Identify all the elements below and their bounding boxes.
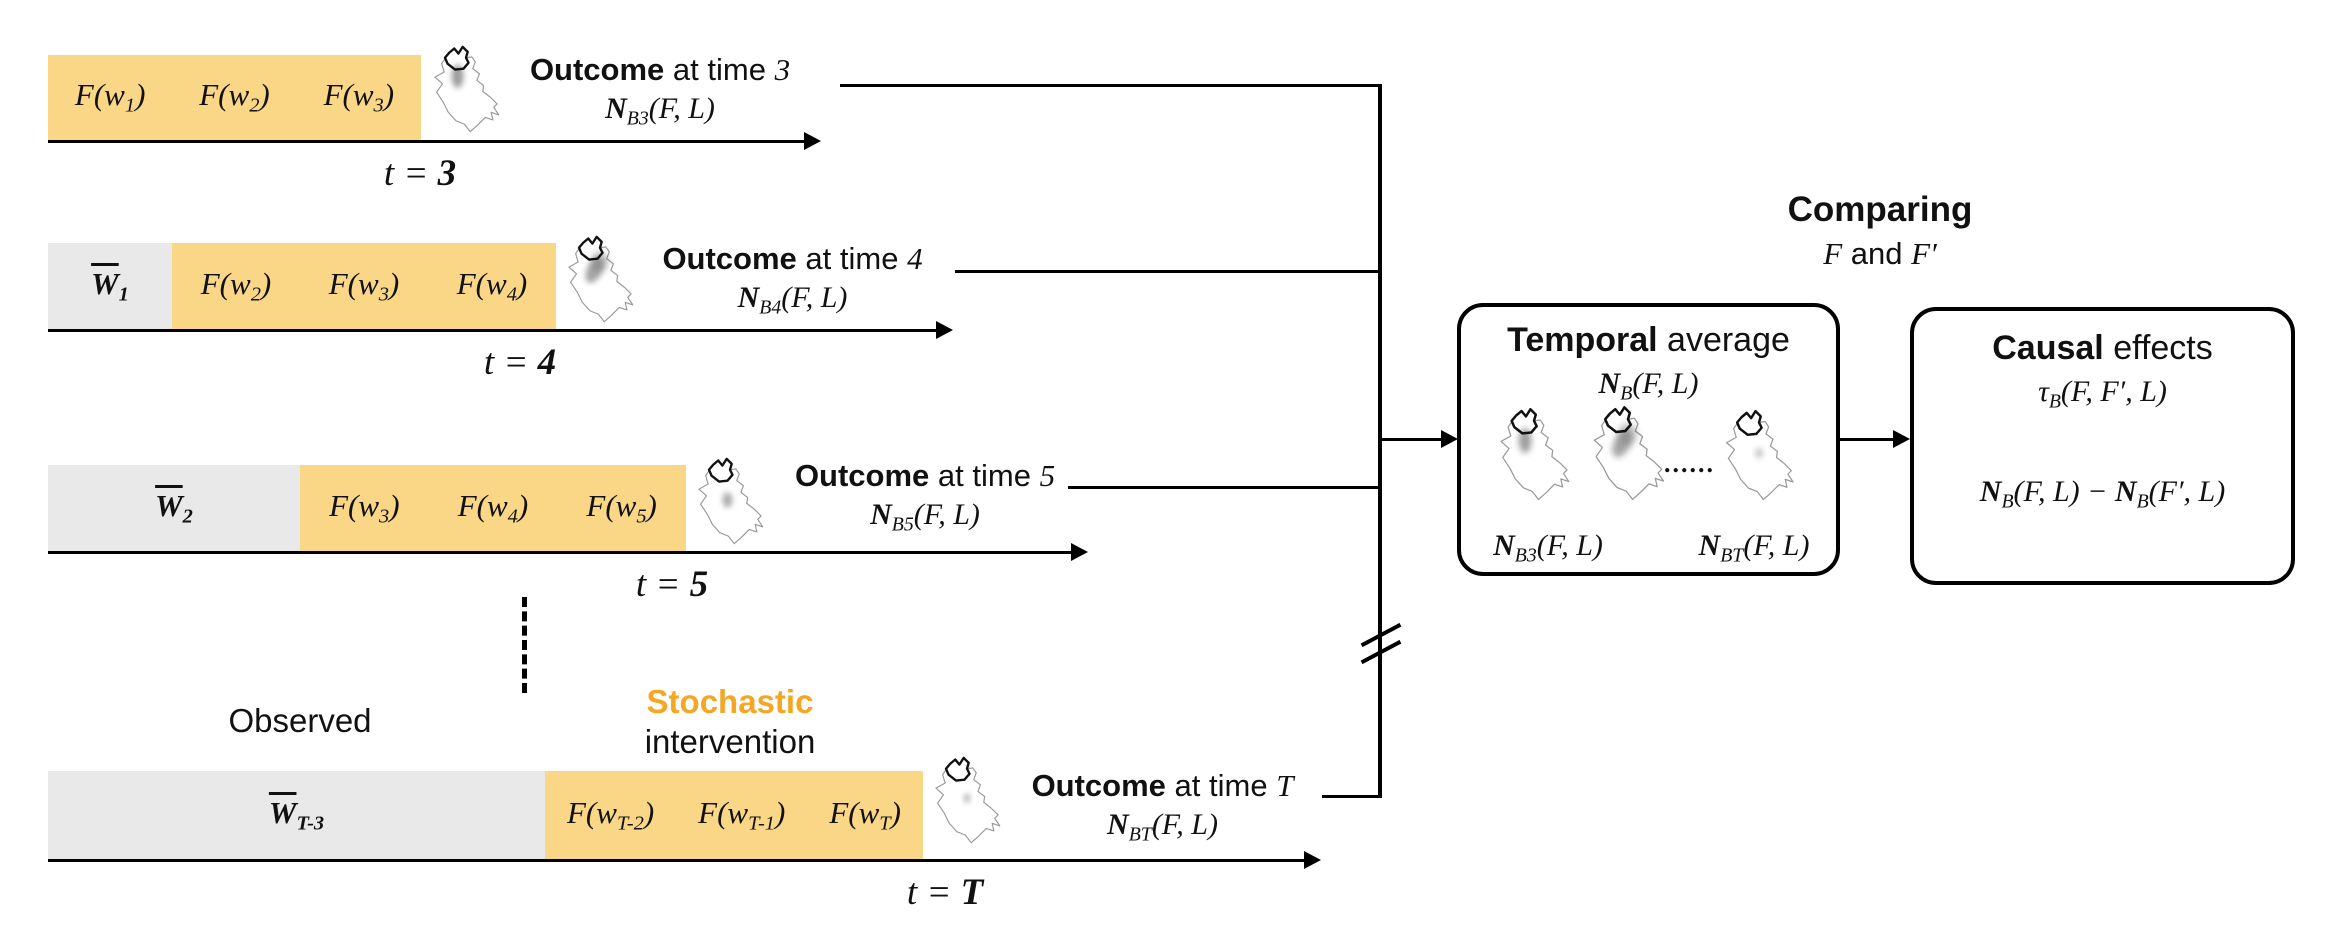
outcome-label-t5: Outcome at time 5 — [794, 458, 1056, 493]
connector-t3 — [840, 84, 1380, 87]
intervention-cell: F(w4) — [457, 487, 529, 528]
causal-box-title: Causal effects — [1992, 329, 2213, 367]
causal-box-tau-formula: τB(F, F′, L) — [2038, 375, 2167, 413]
arrowhead — [936, 321, 953, 339]
timeline-t4 — [48, 329, 938, 332]
intervention-box-t5: F(w3) F(w4) F(w5) — [300, 465, 686, 551]
time-label-t3: t = 3 — [383, 153, 457, 194]
observed-box-t5: W2 — [48, 465, 300, 551]
iraq-map-icon — [698, 457, 764, 545]
bus-to-temporal-arrow-line — [1382, 438, 1442, 441]
intervention-cell: F(w1) — [74, 77, 146, 117]
intervention-cell: F(wT-1) — [698, 794, 786, 835]
temporal-box-title: Temporal average — [1507, 321, 1790, 359]
temporal-to-causal-arrow-line — [1836, 438, 1894, 441]
merge-bus-line — [1378, 84, 1382, 798]
connector-t4 — [955, 270, 1380, 273]
temporal-box-right-label: NBT(F, L) — [1698, 529, 1810, 567]
intervention-box-t3: F(w1) F(w2) F(w3) — [48, 55, 421, 140]
intervention-word: intervention — [644, 723, 816, 760]
arrowhead — [1893, 430, 1910, 448]
stochastic-word: Stochastic — [646, 683, 814, 720]
causal-box-difference-formula: NB(F, L) − NB(F′, L) — [1979, 475, 2226, 513]
outcome-label-t3: Outcome at time 3 — [529, 52, 791, 87]
causal-effects-box: Causal effects τB(F, F′, L) NB(F, L) − N… — [1910, 307, 2295, 585]
iraq-map-icon — [1500, 408, 1570, 501]
outcome-label-tT: Outcome at time T — [1031, 768, 1294, 803]
outcome-formula-tT: NBT(F, L) — [1107, 808, 1218, 846]
intervention-cell: F(w2) — [200, 265, 272, 306]
observed-cell: W1 — [91, 265, 129, 306]
intervention-cell: F(w2) — [199, 77, 270, 117]
timeline-tT — [48, 859, 1306, 862]
iraq-map-icon — [1726, 409, 1794, 501]
outcome-label-t4: Outcome at time 4 — [662, 241, 923, 276]
connector-t5 — [1068, 486, 1380, 489]
comparing-label: Comparing F and F′ — [1715, 190, 2045, 272]
arrowhead — [1304, 851, 1321, 869]
comparing-subtitle: F and F′ — [1823, 236, 1937, 271]
arrowhead — [804, 132, 821, 150]
outcome-formula-t5: NB5(F, L) — [870, 498, 980, 536]
observed-label: Observed — [228, 702, 372, 739]
connector-tT — [1322, 795, 1380, 798]
arrowhead — [1441, 430, 1458, 448]
outcome-formula-t3: NB3(F, L) — [605, 92, 715, 130]
vertical-ellipsis-icon — [522, 597, 527, 693]
observed-cell: W2 — [155, 487, 193, 528]
comparing-title: Comparing — [1787, 190, 1973, 229]
observed-box-t4: W1 — [48, 243, 172, 329]
time-label-t4: t = 4 — [483, 342, 557, 383]
temporal-box-left-label: NB3(F, L) — [1493, 529, 1603, 567]
iraq-map-icon — [1593, 406, 1665, 500]
iraq-map-icon — [434, 45, 500, 133]
outcome-formula-t4: NB4(F, L) — [737, 281, 848, 319]
intervention-box-tT: F(wT-2) F(wT-1) F(wT) — [545, 771, 923, 859]
arrowhead — [1071, 543, 1088, 561]
intervention-box-t4: F(w2) F(w3) F(w4) — [172, 243, 556, 329]
intervention-cell: F(wT) — [829, 794, 901, 835]
intervention-cell: F(w3) — [329, 487, 400, 528]
horizontal-ellipsis-icon: ...... — [1664, 449, 1715, 478]
temporal-box-formula: NB(F, L) — [1598, 367, 1699, 405]
time-label-t5: t = 5 — [635, 564, 709, 605]
intervention-cell: F(w5) — [586, 487, 657, 528]
intervention-cell: F(w4) — [456, 265, 528, 306]
stochastic-intervention-label: Stochastic intervention — [590, 682, 870, 762]
observed-cell: WT-3 — [268, 794, 325, 835]
iraq-map-icon — [935, 756, 1001, 844]
time-label-tT: t = T — [906, 872, 984, 913]
timeline-t3 — [48, 140, 806, 143]
iraq-map-icon — [568, 235, 634, 323]
intervention-cell: F(w3) — [323, 77, 395, 117]
temporal-average-box: Temporal average NB(F, L) ...... NB3(F, … — [1457, 303, 1840, 576]
timeline-t5 — [48, 551, 1073, 554]
intervention-cell: F(wT-2) — [567, 794, 655, 835]
intervention-cell: F(w3) — [328, 265, 400, 306]
observed-box-tT: WT-3 — [48, 771, 545, 859]
